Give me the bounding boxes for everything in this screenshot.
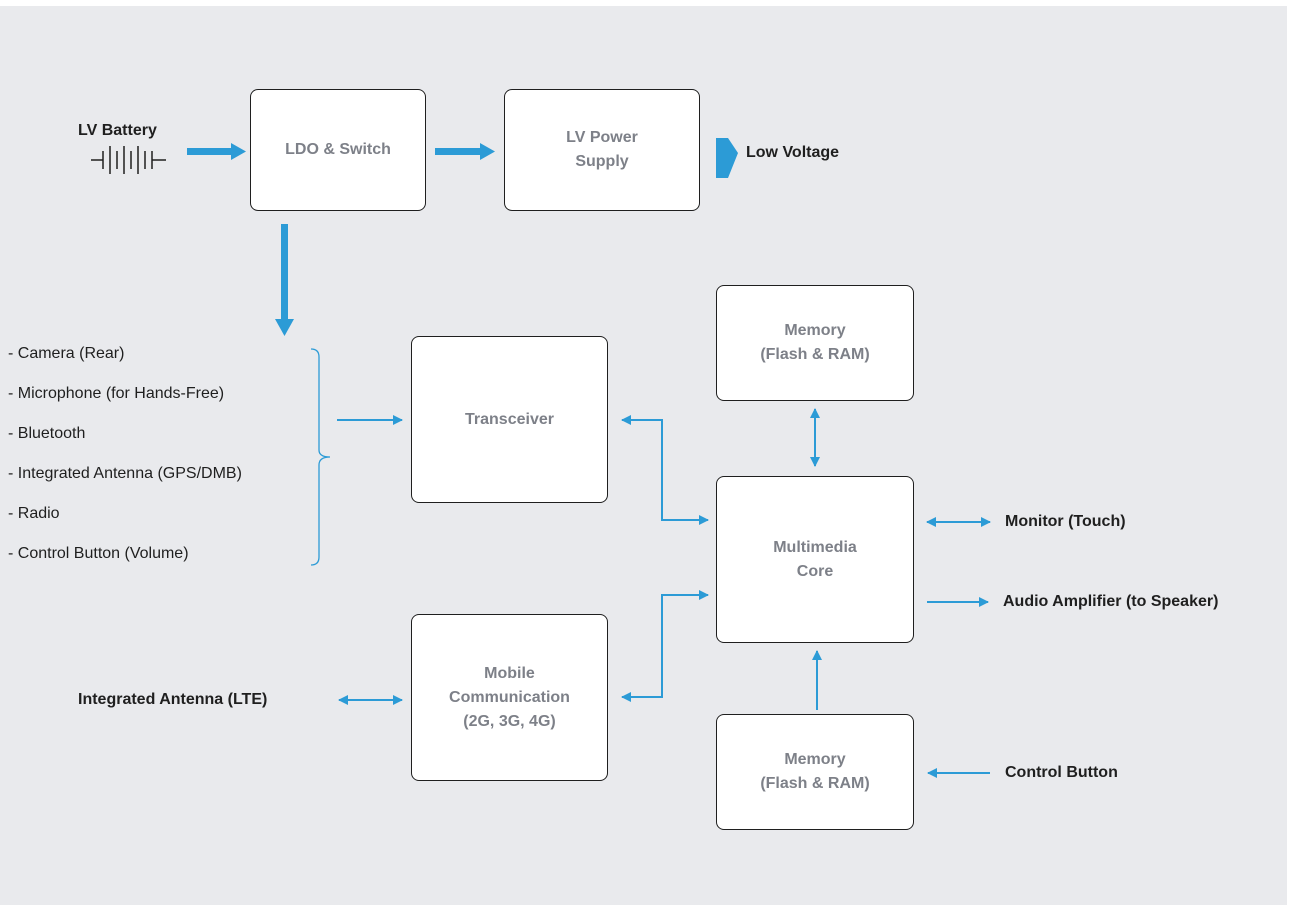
mobile-communication-block: Mobile Communication (2G, 3G, 4G): [411, 614, 608, 781]
mobile-communication-label: Mobile Communication (2G, 3G, 4G): [449, 664, 570, 730]
list-item: - Radio: [8, 505, 60, 522]
battery-icon: [91, 146, 166, 174]
transceiver-label: Transceiver: [465, 410, 554, 428]
mobile-core-link: [621, 590, 709, 702]
antenna-lte-label: Integrated Antenna (LTE): [78, 691, 268, 708]
memory-top-block: Memory (Flash & RAM): [716, 285, 914, 401]
battery-label: LV Battery: [78, 122, 157, 139]
ldo-switch-label: LDO & Switch: [285, 141, 391, 158]
memory-bottom-block: Memory (Flash & RAM): [716, 714, 914, 830]
peripheral-list: - Camera (Rear) - Microphone (for Hands-…: [8, 344, 242, 584]
memory-bottom-label: Memory (Flash & RAM): [760, 751, 870, 792]
memory-top-label: Memory (Flash & RAM): [760, 322, 870, 363]
list-item: - Bluetooth: [8, 425, 86, 442]
lv-power-supply-label: LV Power Supply: [566, 129, 638, 170]
list-item: - Control Button (Volume): [8, 545, 189, 562]
list-item: - Integrated Antenna (GPS/DMB): [8, 465, 242, 482]
peripheral-brace: [310, 348, 331, 566]
list-item: - Camera (Rear): [8, 345, 125, 362]
transceiver-block: Transceiver: [411, 336, 608, 503]
monitor-label: Monitor (Touch): [1005, 513, 1126, 530]
multimedia-core-label: Multimedia Core: [773, 538, 857, 580]
transceiver-core-link: [621, 415, 709, 525]
audio-amplifier-label: Audio Amplifier (to Speaker): [1003, 593, 1219, 610]
low-voltage-label: Low Voltage: [746, 144, 840, 161]
list-item: - Microphone (for Hands-Free): [8, 385, 225, 402]
lv-power-supply-block: LV Power Supply: [504, 89, 700, 211]
power-arrows: [187, 138, 738, 336]
multimedia-core-block: Multimedia Core: [716, 476, 914, 643]
control-button-label: Control Button: [1005, 764, 1118, 781]
ldo-switch-block: LDO & Switch: [250, 89, 426, 211]
